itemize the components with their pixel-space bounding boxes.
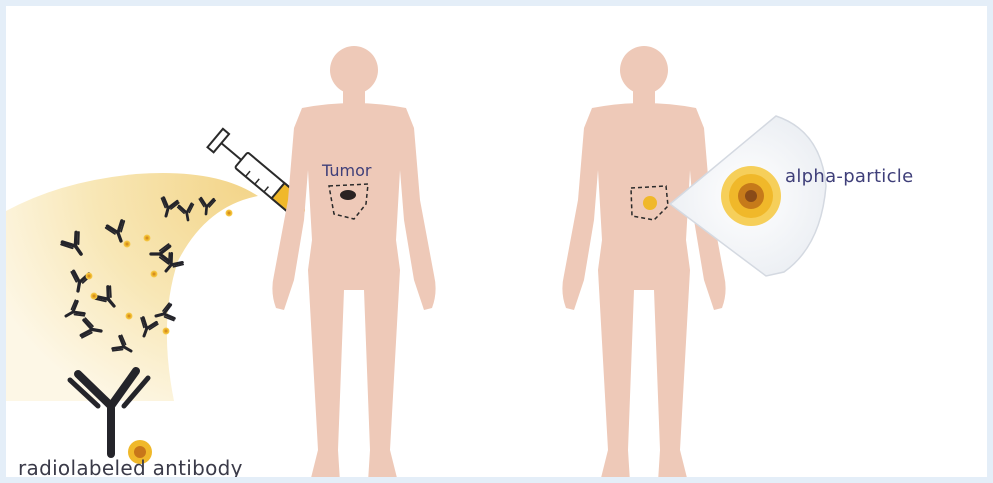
tumor-label: Tumor <box>322 161 371 180</box>
therapy-diagram <box>6 6 987 477</box>
human-body-icon <box>562 46 725 477</box>
antibody-cone <box>6 173 258 401</box>
radiolabeled-antibody-label: radiolabeled antibody <box>18 456 243 477</box>
illustration-frame: Tumor alpha-particle radiolabeled antibo… <box>6 6 987 477</box>
alpha-particle-label: alpha-particle <box>785 166 913 187</box>
human-body-icon <box>272 46 435 477</box>
